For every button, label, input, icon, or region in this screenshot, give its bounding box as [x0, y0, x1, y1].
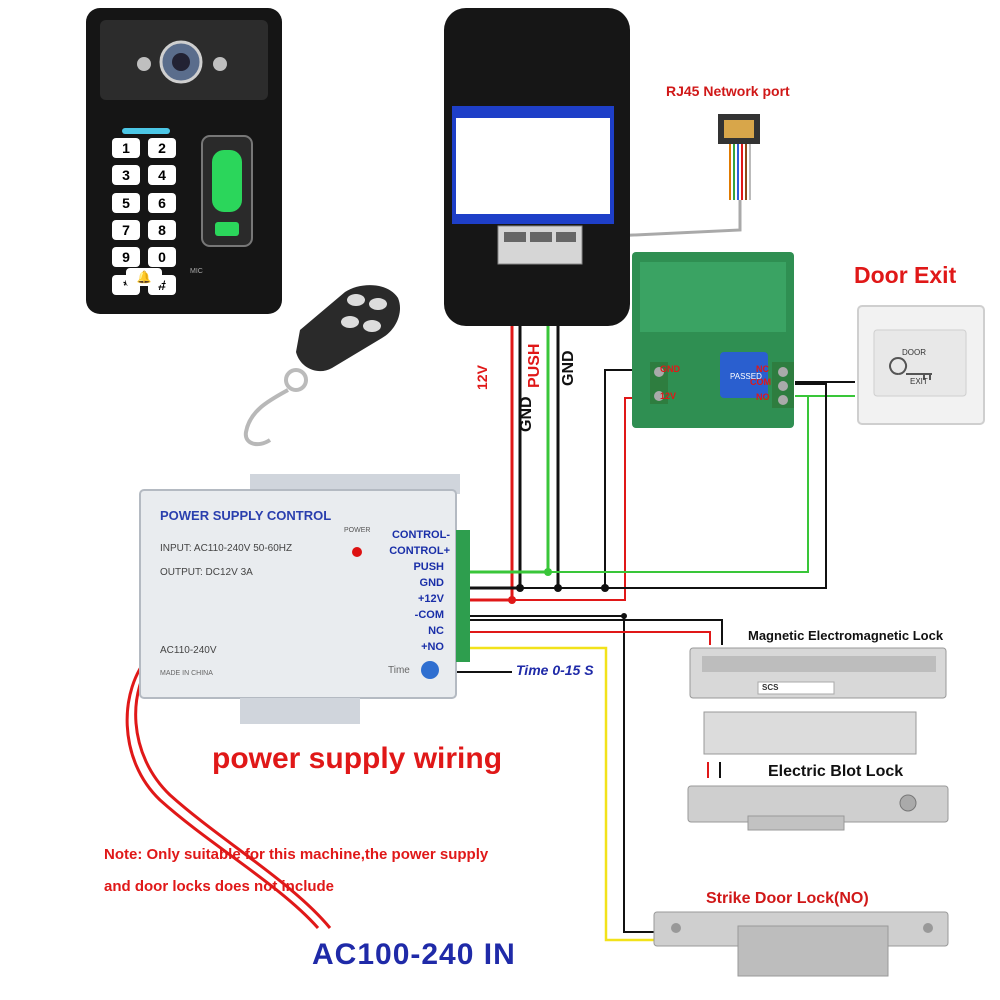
- wire-no-green: [548, 395, 809, 573]
- psu-title: POWER SUPPLY CONTROL: [160, 508, 332, 523]
- wire-label-push: PUSH: [526, 343, 543, 388]
- door-exit-button: [857, 305, 985, 425]
- relay-terminal-com: COM: [750, 377, 771, 387]
- keypad-key: 9: [112, 247, 140, 268]
- door-exit-plate-top: DOOR: [902, 348, 926, 357]
- rj45-label: RJ45 Network port: [666, 83, 790, 99]
- bolt-lock-label: Electric Blot Lock: [768, 763, 904, 780]
- psu-input: INPUT: AC110-240V 50-60HZ: [160, 543, 293, 554]
- psu-terminal-gnd: GND: [419, 577, 444, 589]
- keypad-key: 0: [148, 247, 176, 268]
- magnetic-lock-sticker: SCS: [762, 683, 779, 692]
- power-supply-box: [139, 474, 470, 724]
- keypad-key: 8: [148, 219, 176, 240]
- keypad-key: 1: [112, 138, 140, 158]
- junction-dot: [621, 613, 627, 619]
- relay-terminal-no: NO: [756, 392, 770, 402]
- psu-terminal-com: -COM: [414, 609, 444, 621]
- magnetic-lock: [689, 647, 947, 755]
- junction-dot: [516, 584, 524, 592]
- wire-com-black: [470, 383, 827, 589]
- relay-terminal-12v: 12V: [660, 391, 677, 401]
- mic-label: MIC: [190, 268, 203, 275]
- psu-made-in: MADE IN CHINA: [160, 670, 213, 677]
- psu-output: OUTPUT: DC12V 3A: [160, 567, 253, 578]
- psu-power-label: POWER: [344, 527, 371, 534]
- note-line-1: Note: Only suitable for this machine,the…: [104, 846, 489, 863]
- wire-label-gnd: GND: [518, 396, 535, 432]
- wire-label-gnd2: GND: [560, 350, 577, 386]
- psu-ac-label: AC110-240V: [160, 645, 217, 656]
- keypad-key: 6: [148, 192, 176, 213]
- door-exit-title: Door Exit: [854, 262, 957, 288]
- strike-lock: [653, 911, 949, 977]
- ac-cable-1: [125, 653, 320, 929]
- indoor-monitor: [444, 8, 630, 326]
- wire-label-12v: 12V: [474, 365, 490, 390]
- keypad-key: 4: [148, 165, 176, 186]
- psu-terminal-nc: NC: [428, 625, 444, 637]
- ac-in-label: AC100-240 IN: [312, 938, 516, 971]
- wire-no-yellow: [470, 646, 655, 942]
- doorbell-keypad: 1 2 3 4 5 6 7 8 9 0 * #: [112, 138, 176, 298]
- junction-dot: [554, 584, 562, 592]
- wire-com-to-locks: [470, 615, 655, 933]
- keypad-key: 5: [112, 192, 140, 213]
- note-line-2: and door locks does not include: [104, 878, 335, 895]
- relay-terminal-nc: NC: [756, 364, 769, 374]
- relay-terminal-gnd: GND: [660, 364, 680, 374]
- wiring-caption: power supply wiring: [212, 742, 503, 775]
- psu-terminal-no: +NO: [421, 641, 444, 653]
- wire-nc-red: [470, 631, 711, 645]
- keypad-key: 2: [148, 138, 176, 158]
- psu-terminal-control-plus: CONTROL+: [389, 545, 450, 557]
- keypad-key: 3: [112, 165, 140, 186]
- psu-time-label: Time: [388, 665, 410, 676]
- ac-cable-2: [134, 654, 332, 929]
- door-exit-plate-bottom: EXIT: [910, 377, 928, 386]
- time-note: Time 0-15 S: [516, 662, 594, 678]
- relay-sticker: PASSED: [730, 372, 762, 381]
- psu-terminal-12v: +12V: [418, 593, 444, 605]
- psu-terminal-control-minus: CONTROL-: [391, 529, 450, 541]
- junction-dot: [508, 596, 516, 604]
- junction-dot: [544, 568, 552, 576]
- relay-module: [632, 252, 794, 428]
- keypad-key: 7: [112, 219, 140, 240]
- bell-icon: 🔔: [136, 270, 152, 284]
- magnetic-lock-label: Magnetic Electromagnetic Lock: [748, 628, 944, 643]
- rj45-port: [718, 114, 760, 200]
- wire-com-black-lock: [470, 619, 723, 645]
- junction-dot: [601, 584, 609, 592]
- psu-terminal-push: PUSH: [413, 561, 444, 573]
- remote-fob: [243, 285, 401, 447]
- bell-key: 🔔: [126, 268, 162, 286]
- strike-lock-label: Strike Door Lock(NO): [706, 890, 869, 907]
- electric-bolt-lock: [687, 785, 949, 831]
